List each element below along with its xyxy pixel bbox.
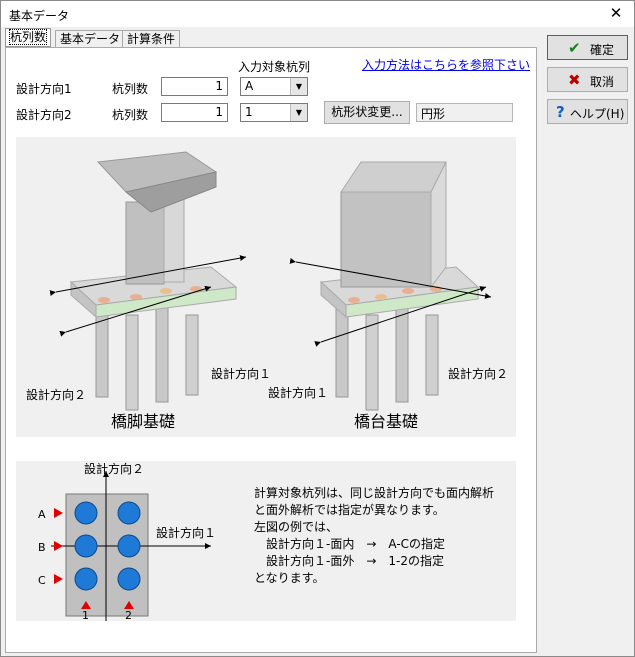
chevron-down-icon: ▼ [290,104,307,121]
col-label-2: 2 [125,609,132,621]
explanation-line-4: 設計方向１-面内 → A-Cの指定 [254,536,445,551]
axis-dir1-label: 設計方向１ [156,525,216,540]
explanation-line-1: 計算対象杭列は、同じ設計方向でも面内解析 [254,485,494,500]
pier-foundation-drawing [49,151,247,411]
pile-grid-diagram: A B C 1 2 設計方向２ 設計方向１ 計算対象杭列は、同じ設計方向でも面内… [38,461,494,622]
foundation-figure: 設計方向１ 設計方向２ 橋脚基礎 [16,137,516,437]
dir1-target-select[interactable]: A ▼ [240,77,308,96]
tab-calc-conditions[interactable]: 計算条件 [122,30,181,47]
chevron-down-icon: ▼ [290,78,307,95]
explanation-line-2: と面外解析では指定が異なります。 [254,502,445,517]
close-icon[interactable]: ✕ [609,4,623,22]
dir1-label: 設計方向1 [16,82,72,96]
question-icon: ? [556,103,565,121]
pile-shape-display: 円形 [416,103,513,122]
dir1-count-label: 杭列数 [112,82,149,96]
axis-dir2-label: 設計方向２ [84,461,144,476]
abutment-dir2-label: 設計方向２ [448,366,508,381]
dir2-target-select[interactable]: 1 ▼ [240,103,308,122]
tab-basic-data[interactable]: 基本データ [55,30,126,47]
tab-panel: 入力対象杭列 入力方法はこちらを参照下さい 設計方向1 杭列数 1 A ▼ 設計… [5,47,537,653]
explanation-line-5: 設計方向１-面外 → 1-2の指定 [254,553,444,568]
dir2-count-label: 杭列数 [112,108,149,122]
row-label-b: B [38,541,46,554]
pier-dir1-label: 設計方向１ [211,366,271,381]
foundation-illustration: 設計方向１ 設計方向２ 橋脚基礎 [26,151,508,431]
pier-dir2-label: 設計方向２ [26,387,86,402]
dir2-count-input[interactable]: 1 [161,103,228,122]
col-label-1: 1 [82,609,89,621]
abutment-foundation-drawing [289,161,492,411]
row-label-c: C [38,574,46,587]
title-bar: 基本データ ✕ [1,1,634,27]
explanation-line-6: となります。 [254,571,324,585]
abutment-dir1-label: 設計方向１ [268,385,328,400]
explanation-line-3: 左図の例では、 [254,519,338,534]
tab-pile-count[interactable]: 杭列数 [5,28,52,47]
dir2-label: 設計方向2 [16,108,72,122]
dir1-count-input[interactable]: 1 [161,77,228,96]
ok-button[interactable]: ✔ 確定 [547,35,628,60]
abutment-caption: 橋台基礎 [354,412,418,431]
help-button[interactable]: ? ヘルプ(H) [547,99,628,124]
column-spec-figure: A B C 1 2 設計方向２ 設計方向１ 計算対象杭列は、同じ設計方向でも面内… [16,461,516,622]
pile-shape-change-button[interactable]: 杭形状変更... [324,101,410,124]
window-title: 基本データ [9,9,70,23]
cancel-button[interactable]: ✖ 取消 [547,67,628,92]
x-mark-icon: ✖ [568,71,581,89]
help-link[interactable]: 入力方法はこちらを参照下さい [362,58,531,72]
target-column-header: 入力対象杭列 [238,60,311,74]
row-label-a: A [38,508,46,521]
pier-caption: 橋脚基礎 [111,412,175,431]
check-icon: ✔ [568,39,581,57]
